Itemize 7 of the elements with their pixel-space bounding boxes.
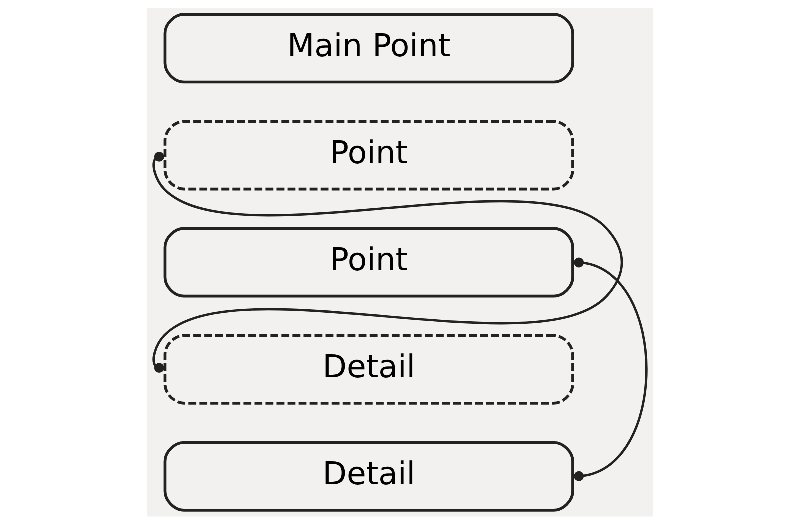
node-box: Detail <box>164 441 574 512</box>
node-box: Point <box>164 227 574 298</box>
connector <box>574 258 648 482</box>
node-box: Point <box>164 120 574 191</box>
connector <box>153 152 623 374</box>
node-box: Main Point <box>164 13 574 84</box>
node-box: Detail <box>164 334 574 405</box>
